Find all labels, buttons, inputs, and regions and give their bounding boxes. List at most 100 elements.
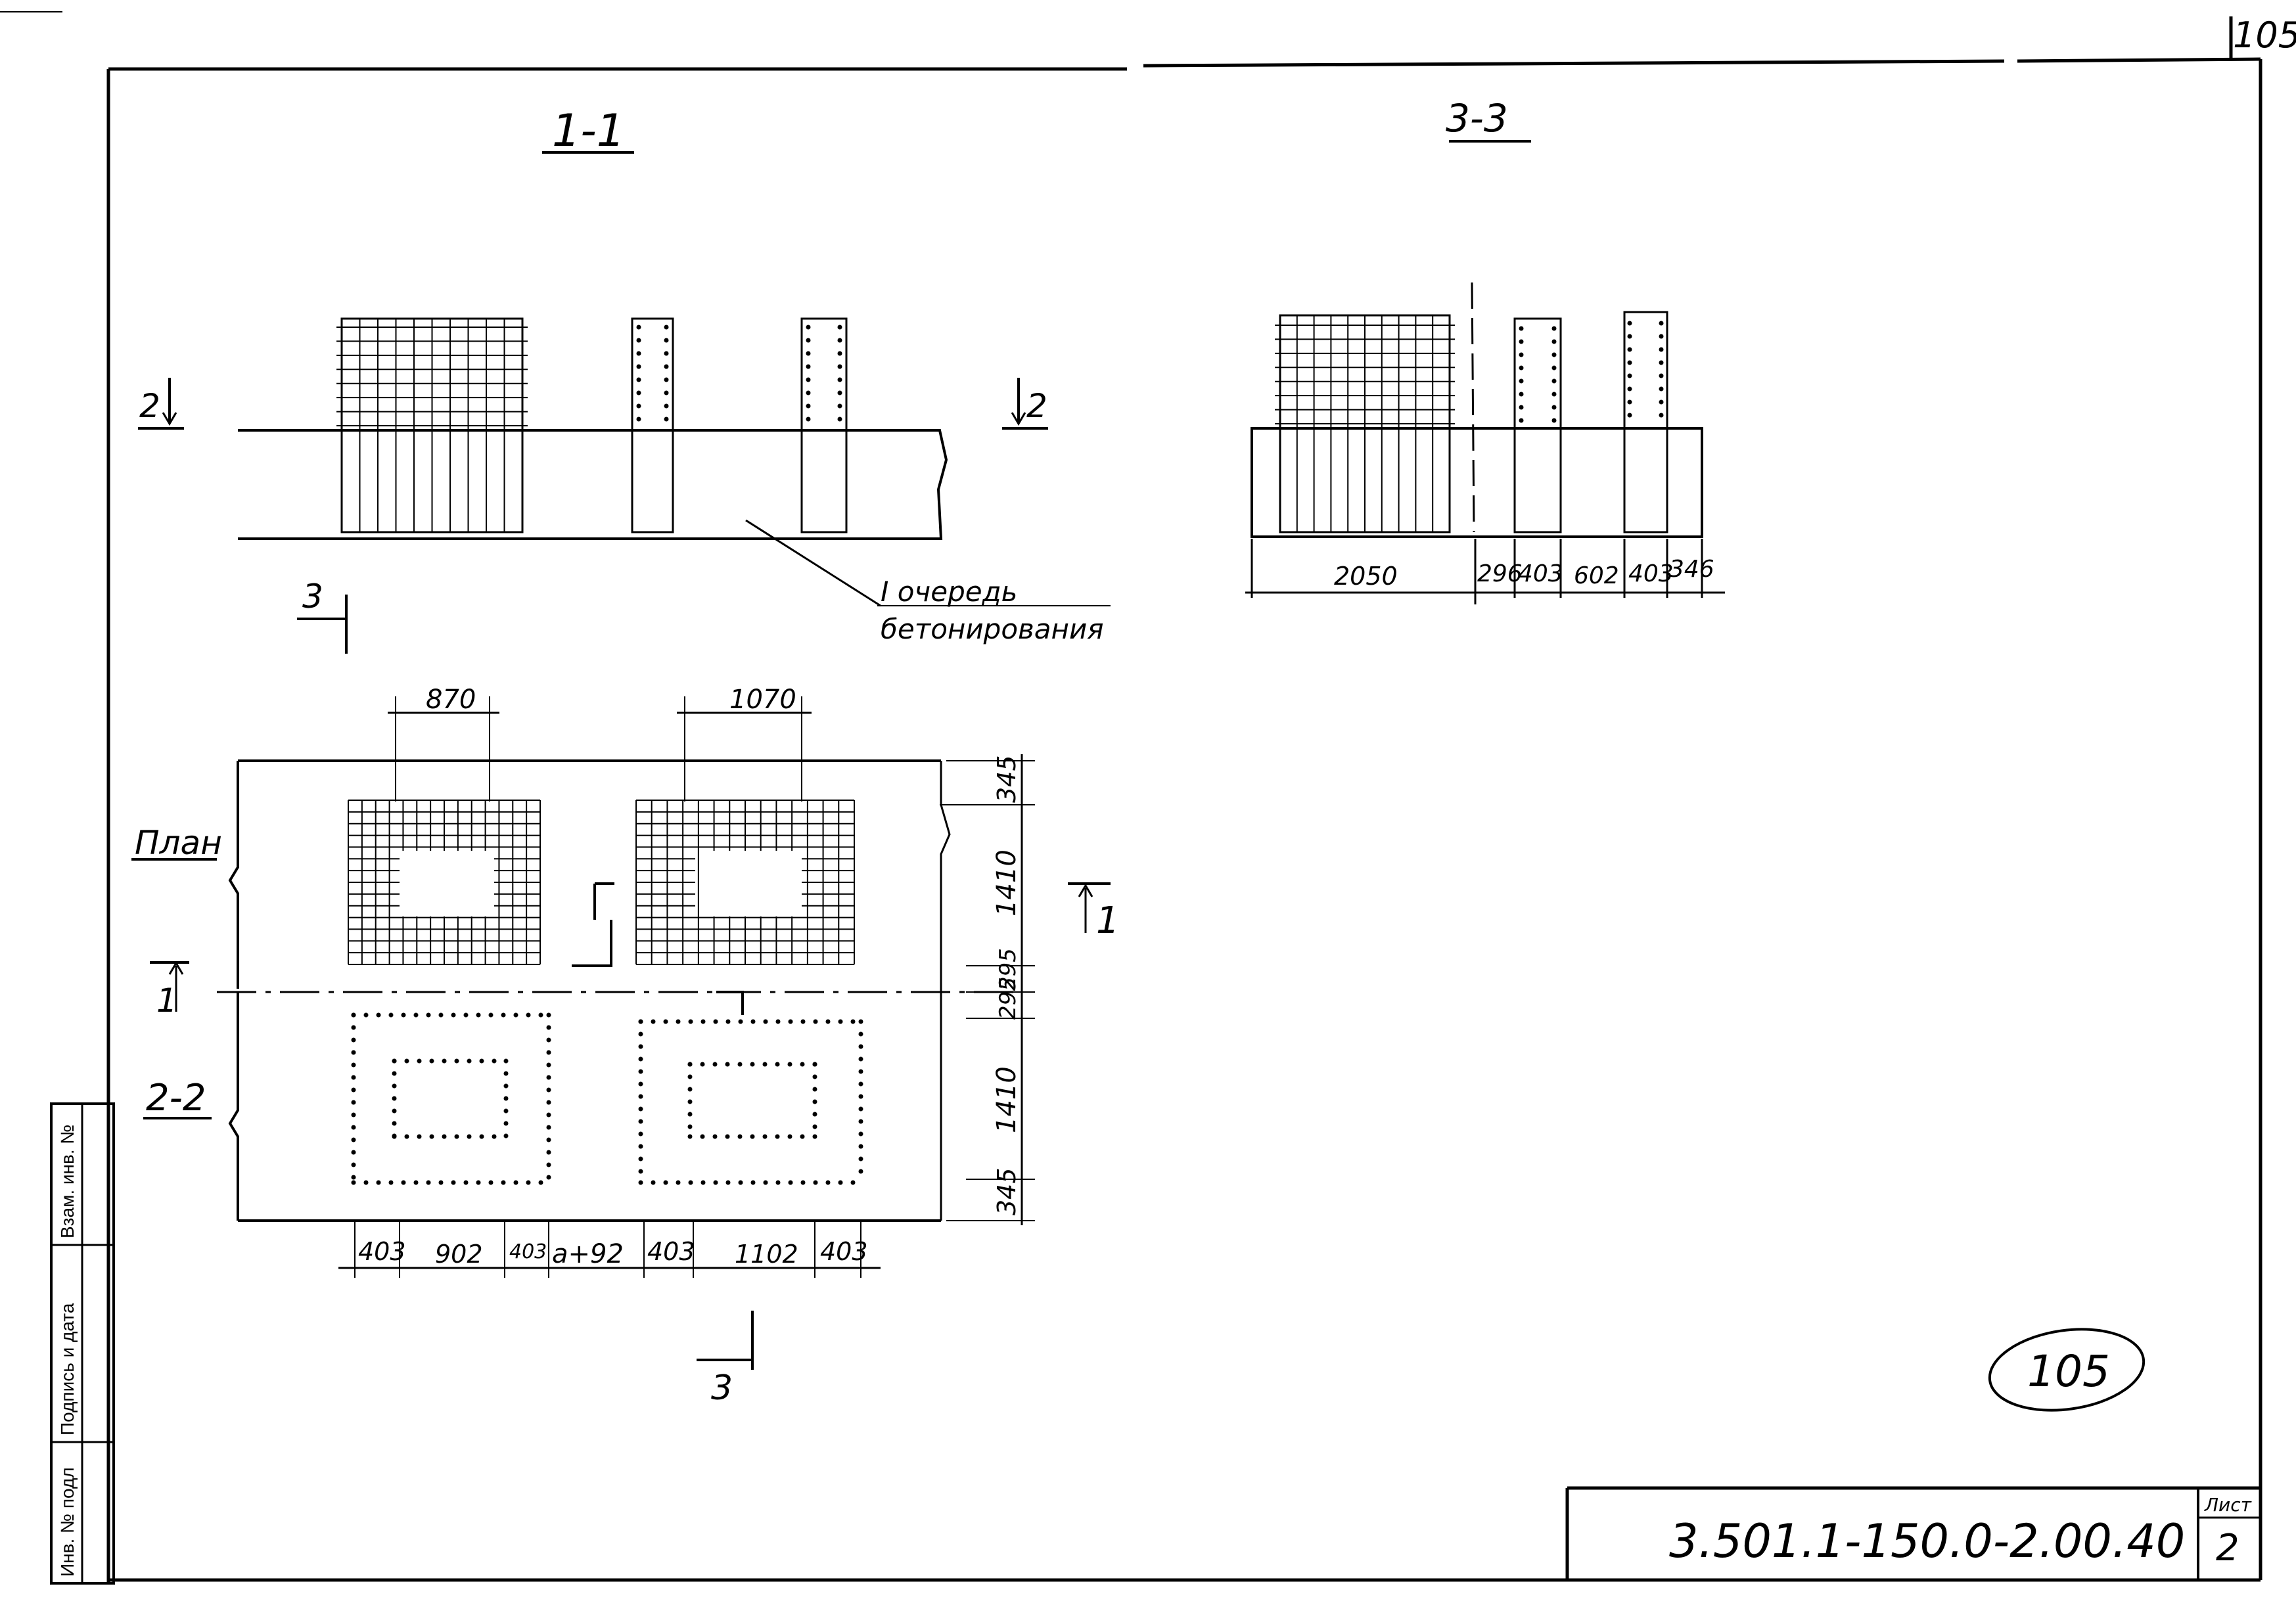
rebar-dot <box>858 1169 863 1174</box>
rebar-dot <box>762 1062 768 1067</box>
rebar-dot <box>725 1134 730 1139</box>
rebar-dot <box>813 1019 818 1024</box>
rebar-dot <box>451 1180 456 1185</box>
rebar-dot <box>850 1180 856 1185</box>
rebar-dot <box>837 390 842 395</box>
rebar-dot <box>700 1134 705 1139</box>
rebar-dot <box>1627 386 1632 392</box>
rebar-dot <box>787 1134 792 1139</box>
rebar-dot <box>858 1031 863 1037</box>
rebar-dot <box>1659 399 1664 405</box>
rebar-dot <box>858 1094 863 1099</box>
rebar-dot <box>806 351 811 356</box>
section-1-1: 1-1 2 2 3 I очередь бетонирования <box>138 105 1111 654</box>
rebar-dot <box>806 364 811 369</box>
rebar-dot <box>812 1087 817 1092</box>
rebar-dot <box>750 1134 755 1139</box>
rebar-dot <box>1519 365 1524 371</box>
rebar-dot <box>812 1124 817 1129</box>
rebar-dot <box>806 403 811 409</box>
rebar-dot <box>837 338 842 343</box>
rebar-dot <box>664 338 669 343</box>
stamp-sign-date: Подпись и дата <box>57 1303 78 1435</box>
rebar-dot <box>664 390 669 395</box>
rebar-dot <box>442 1134 447 1139</box>
rebar-dot <box>479 1058 484 1064</box>
rebar-dot <box>638 1106 643 1112</box>
rebar-dot <box>636 403 641 409</box>
rebar-dot <box>463 1180 469 1185</box>
rebar-dot <box>426 1012 431 1018</box>
rebar-dot <box>651 1180 656 1185</box>
rebar-dot <box>700 1062 705 1067</box>
rebar-dot <box>488 1180 494 1185</box>
rebar-dot <box>392 1096 397 1101</box>
rebar-dot <box>351 1037 356 1043</box>
rebar-dot <box>664 325 669 330</box>
rebar-dot <box>454 1058 459 1064</box>
rebar-dot <box>351 1112 356 1118</box>
rebar-dot <box>738 1180 743 1185</box>
rebar-dot <box>725 1062 730 1067</box>
rebar-dots-section-3-3 <box>1519 321 1664 423</box>
rebar-dot <box>663 1180 668 1185</box>
rebar-dot <box>438 1180 444 1185</box>
rebar-dot <box>775 1062 780 1067</box>
rebar-dot <box>417 1058 422 1064</box>
rebar-dot <box>858 1119 863 1124</box>
rebar-dot <box>363 1012 369 1018</box>
rebar-dot <box>737 1134 743 1139</box>
rebar-dot <box>700 1180 706 1185</box>
rebar-dot <box>1551 405 1557 410</box>
rebar-dots-section-1-1 <box>636 325 842 422</box>
document-code: 3.501.1-150.0-2.00.40 <box>1669 1514 2185 1568</box>
rebar-dot <box>429 1134 434 1139</box>
rebar-dot <box>351 1125 356 1130</box>
dim-3-3-403a: 403 <box>1518 560 1563 587</box>
rebar-dot <box>763 1180 768 1185</box>
cut-3-bottom: 3 <box>711 1368 733 1408</box>
rebar-dot <box>837 403 842 409</box>
rebar-dot <box>363 1180 369 1185</box>
rebar-dot <box>806 377 811 382</box>
rebar-dot <box>503 1096 509 1101</box>
section-3-3-title: 3-3 <box>1446 96 1508 141</box>
cut-2-right: 2 <box>1026 387 1047 425</box>
rebar-dot <box>858 1056 863 1062</box>
rebar-dot <box>503 1071 509 1076</box>
rebar-dot <box>837 364 842 369</box>
rebar-dot <box>638 1094 643 1099</box>
rebar-dot <box>503 1121 509 1126</box>
rebar-dot <box>812 1134 817 1139</box>
rebar-dot <box>376 1012 381 1018</box>
sheet-label: Лист <box>2204 1494 2252 1516</box>
rebar-dot <box>401 1012 406 1018</box>
rebar-dot <box>351 1012 356 1018</box>
cut-3-top: 3 <box>302 577 323 616</box>
rebar-dot <box>546 1137 551 1142</box>
rebar-dot <box>712 1134 718 1139</box>
rebar-dot <box>351 1087 356 1093</box>
rebar-dot <box>858 1019 863 1024</box>
rebar-dot <box>1659 373 1664 378</box>
rebar-dot <box>351 1150 356 1155</box>
rebar-dot <box>825 1180 831 1185</box>
rebar-dot <box>546 1062 551 1068</box>
rebar-dot <box>638 1081 643 1087</box>
rebar-dot <box>725 1019 731 1024</box>
rebar-dot <box>476 1012 481 1018</box>
rebar-dot <box>546 1087 551 1093</box>
rebar-dot <box>858 1156 863 1162</box>
rebar-dot <box>750 1180 756 1185</box>
section-3-3: 3-3 2050 296 403 602 403 346 <box>1245 96 1725 604</box>
dim-3-3-403b: 403 <box>1628 560 1674 587</box>
rebar-dot <box>463 1012 469 1018</box>
rebar-dot <box>750 1062 755 1067</box>
rebar-dot <box>1519 326 1524 331</box>
rebar-dot <box>806 325 811 330</box>
rebar-dot <box>737 1062 743 1067</box>
dim-plan-b-403a: 403 <box>358 1237 406 1266</box>
rebar-dot <box>800 1180 806 1185</box>
rebar-dot <box>800 1062 805 1067</box>
